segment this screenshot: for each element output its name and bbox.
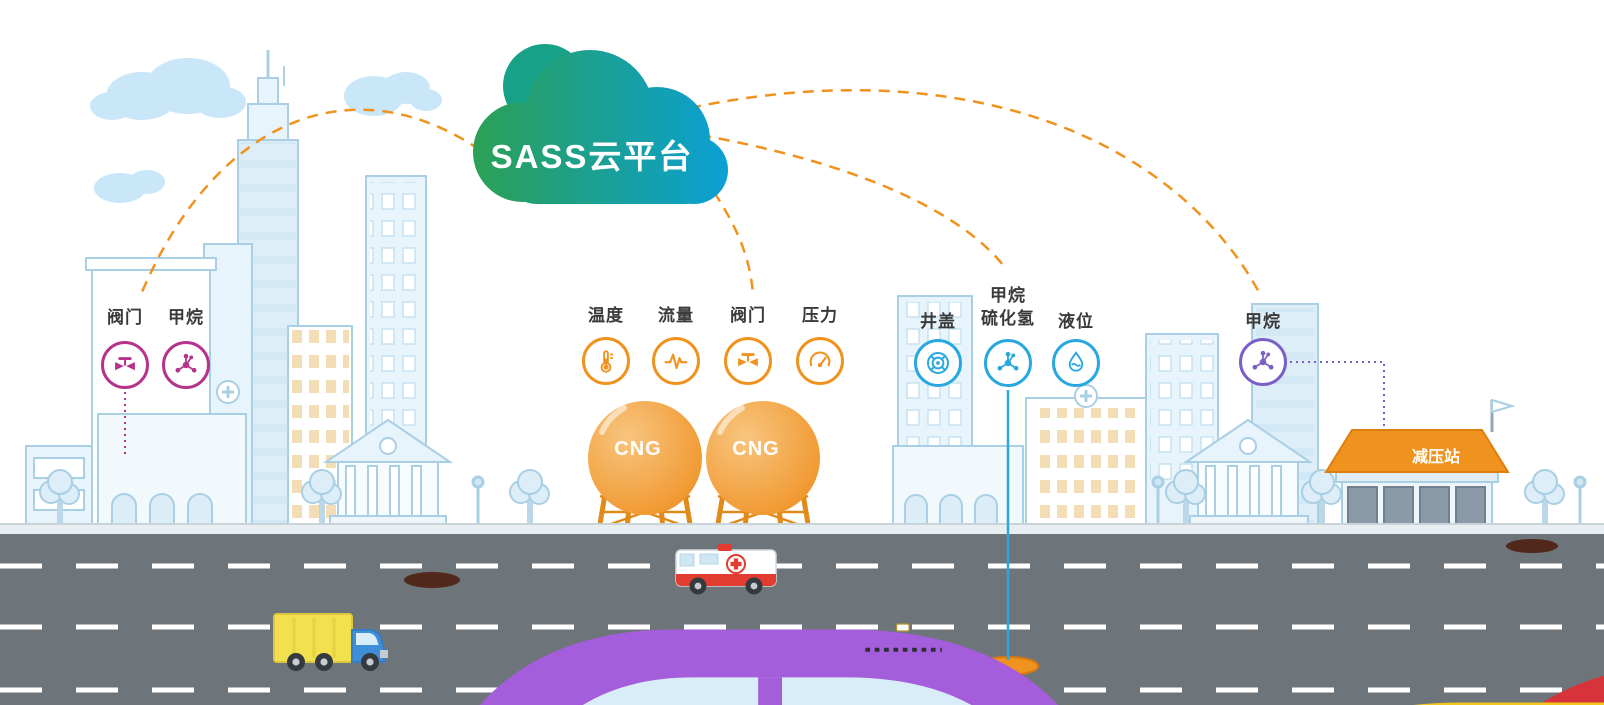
- road: [0, 523, 1604, 705]
- cng-tank-label: CNG: [732, 438, 780, 460]
- sensor-gas-molecule: [984, 339, 1032, 387]
- sensor-label-temperature: 温度: [588, 306, 624, 325]
- sensor-methane: [162, 341, 210, 389]
- cng-tanks: [588, 401, 820, 531]
- valve-icon: [111, 351, 139, 379]
- sensor-temperature: [582, 337, 630, 385]
- street-lamps: [471, 475, 1587, 528]
- temperature-icon: [592, 347, 620, 375]
- sensor-label-level: 液位: [1058, 312, 1094, 331]
- sensor-label-h2s: 硫化氢: [981, 309, 1035, 328]
- taxi: [865, 623, 1604, 705]
- cloud-platform: [473, 44, 728, 204]
- yellow-truck: [273, 613, 388, 671]
- pressure-icon: [806, 347, 834, 375]
- sensor-liquid-level: [1052, 339, 1100, 387]
- liquid-level-icon: [1062, 349, 1090, 377]
- drop-line-methane: [1290, 361, 1385, 428]
- cloud-link-manhole: [699, 133, 1008, 271]
- sensor-valve: [724, 337, 772, 385]
- ambulance: [675, 544, 777, 595]
- cng-tank-sphere: [588, 401, 702, 515]
- pressure-station-label: 减压站: [1411, 449, 1460, 466]
- sensor-manhole: [914, 339, 962, 387]
- connectors: [124, 88, 1385, 660]
- flow-icon: [662, 347, 690, 375]
- sensor-label-flow: 流量: [658, 306, 694, 325]
- trees: [39, 469, 1565, 526]
- sensor-label-methane: 甲烷: [1245, 312, 1281, 331]
- sensor-pressure: [796, 337, 844, 385]
- cng-tank-sphere: [706, 401, 820, 515]
- pressure-station-building: [1324, 398, 1516, 531]
- sensor-label-pressure: 压力: [802, 306, 838, 325]
- cloud-platform-label: SASS云平台: [490, 138, 694, 175]
- cng-tank-label: CNG: [614, 438, 662, 460]
- cloud-link-cng: [712, 191, 755, 295]
- gas-molecule-icon: [994, 349, 1022, 377]
- cloud-link-station: [689, 88, 1262, 295]
- station-roof: [1324, 429, 1510, 473]
- cloud-link-city: [140, 108, 481, 293]
- sensor-label-methane: 甲烷: [990, 286, 1026, 305]
- city-skyline-left: [25, 50, 454, 531]
- methane-icon: [172, 351, 200, 379]
- manhole-icon: [924, 349, 952, 377]
- vehicles: [0, 544, 1604, 705]
- methane-icon: [1249, 348, 1277, 376]
- sensor-label-methane: 甲烷: [168, 308, 204, 327]
- sensor-label-valve: 阀门: [730, 306, 766, 325]
- sensor-label-valve: 阀门: [107, 308, 143, 327]
- valve-icon: [734, 347, 762, 375]
- sensor-valve: [101, 341, 149, 389]
- sensor-label-manhole: 井盖: [920, 312, 956, 331]
- sensor-methane: [1239, 338, 1287, 386]
- sensor-flow: [652, 337, 700, 385]
- sky-clouds: [90, 58, 442, 203]
